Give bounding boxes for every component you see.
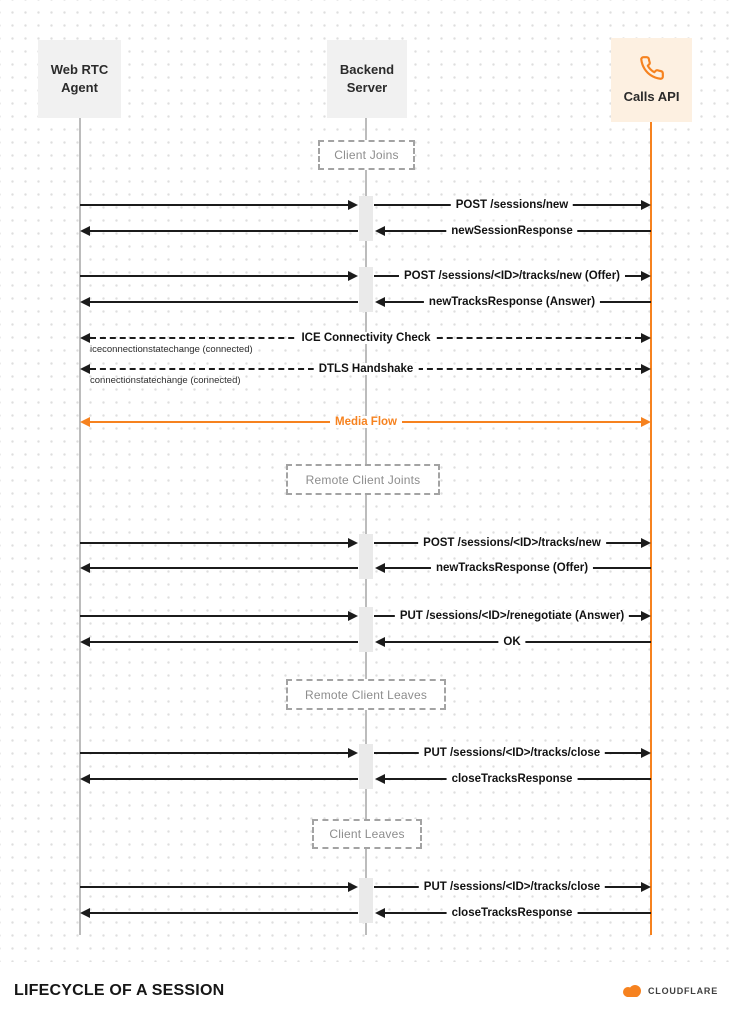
arrow-line (90, 230, 358, 232)
activation-bar (359, 607, 373, 652)
lifeline-webrtc (79, 118, 81, 935)
arrowhead-right-icon (641, 333, 651, 343)
arrowhead-right-icon (348, 748, 358, 758)
activation-bar (359, 878, 373, 923)
footer-bar: LIFECYCLE OF A SESSION CLOUDFLARE (0, 962, 732, 1019)
phase-remote-client-leaves: Remote Client Leaves (286, 679, 446, 710)
arrowhead-left-icon (375, 908, 385, 918)
arrowhead-left-icon (375, 774, 385, 784)
note-ice-state: iceconnectionstatechange (connected) (90, 344, 253, 355)
cloudflare-logo: CLOUDFLARE (620, 984, 718, 998)
message-label: POST /sessions/<ID>/tracks/new (418, 537, 606, 549)
phase-label: Remote Client Joints (305, 472, 421, 487)
arrowhead-left-icon (80, 226, 90, 236)
activation-bar (359, 267, 373, 312)
arrowhead-left-icon (80, 908, 90, 918)
arrowhead-right-icon (348, 271, 358, 281)
cloudflare-wordmark: CLOUDFLARE (648, 985, 718, 996)
arrowhead-left-icon (375, 226, 385, 236)
phase-remote-client-joins: Remote Client Joints (286, 464, 440, 495)
actor-label: Web RTC Agent (50, 62, 109, 95)
message-label: POST /sessions/new (450, 199, 574, 211)
arrowhead-left-icon (375, 563, 385, 573)
message-label: closeTracksResponse (446, 773, 578, 785)
actor-label: Calls API (623, 88, 680, 104)
arrow-line (90, 641, 358, 643)
arrowhead-right-icon (641, 200, 651, 210)
arrowhead-right-icon (641, 748, 651, 758)
phase-client-joins: Client Joins (318, 140, 415, 170)
arrowhead-left-icon (80, 774, 90, 784)
arrowhead-left-icon (80, 364, 90, 374)
message-label: newTracksResponse (Answer) (423, 296, 601, 308)
phase-label: Client Leaves (329, 827, 405, 841)
message-label: newSessionResponse (446, 225, 578, 237)
phone-icon (639, 55, 665, 81)
activation-bar (359, 534, 373, 579)
arrow-line (80, 542, 348, 544)
message-label: DTLS Handshake (313, 363, 419, 375)
activation-bar (359, 744, 373, 789)
lifeline-backend (365, 118, 367, 935)
arrowhead-right-icon (641, 271, 651, 281)
arrowhead-right-icon (348, 538, 358, 548)
message-label-media-flow: Media Flow (330, 416, 402, 428)
note-connection-state: connectionstatechange (connected) (90, 375, 241, 386)
arrow-line (90, 912, 358, 914)
actor-backend-server: Backend Server (327, 40, 407, 118)
message-label: OK (498, 636, 526, 648)
arrowhead-right-icon (348, 200, 358, 210)
arrowhead-left-icon (80, 297, 90, 307)
actor-webrtc-agent: Web RTC Agent (38, 40, 121, 118)
arrow-line (90, 567, 358, 569)
message-label: POST /sessions/<ID>/tracks/new (Offer) (398, 270, 626, 282)
arrowhead-right-icon (641, 611, 651, 621)
arrowhead-left-icon (375, 297, 385, 307)
message-label: PUT /sessions/<ID>/tracks/close (418, 747, 606, 759)
arrowhead-left-icon (80, 333, 90, 343)
arrow-line (80, 886, 348, 888)
activation-bar (359, 196, 373, 241)
message-label: PUT /sessions/<ID>/tracks/close (418, 881, 606, 893)
arrowhead-right-icon (641, 882, 651, 892)
arrow-line (80, 275, 348, 277)
arrow-line (80, 204, 348, 206)
arrow-line (90, 778, 358, 780)
arrowhead-right-icon (348, 611, 358, 621)
arrow-line (80, 752, 348, 754)
phase-label: Remote Client Leaves (304, 687, 428, 702)
message-label: closeTracksResponse (446, 907, 578, 919)
message-label: ICE Connectivity Check (296, 332, 436, 344)
message-label: PUT /sessions/<ID>/renegotiate (Answer) (394, 610, 630, 622)
arrowhead-left-icon (80, 637, 90, 647)
arrow-line (90, 301, 358, 303)
actor-label: Backend Server (339, 62, 395, 95)
arrowhead-left-icon (375, 637, 385, 647)
cloudflare-cloud-icon (620, 984, 644, 998)
arrowhead-left-icon (80, 417, 90, 427)
phase-label: Client Joins (334, 148, 399, 162)
arrowhead-right-icon (348, 882, 358, 892)
arrowhead-right-icon (641, 364, 651, 374)
arrowhead-right-icon (641, 538, 651, 548)
message-label: newTracksResponse (Offer) (430, 562, 594, 574)
arrow-line (80, 615, 348, 617)
page-title: LIFECYCLE OF A SESSION (14, 981, 225, 999)
arrowhead-right-icon (641, 417, 651, 427)
lifeline-calls-api (650, 122, 652, 935)
arrowhead-left-icon (80, 563, 90, 573)
actor-calls-api: Calls API (611, 38, 692, 122)
phase-client-leaves: Client Leaves (312, 819, 422, 849)
